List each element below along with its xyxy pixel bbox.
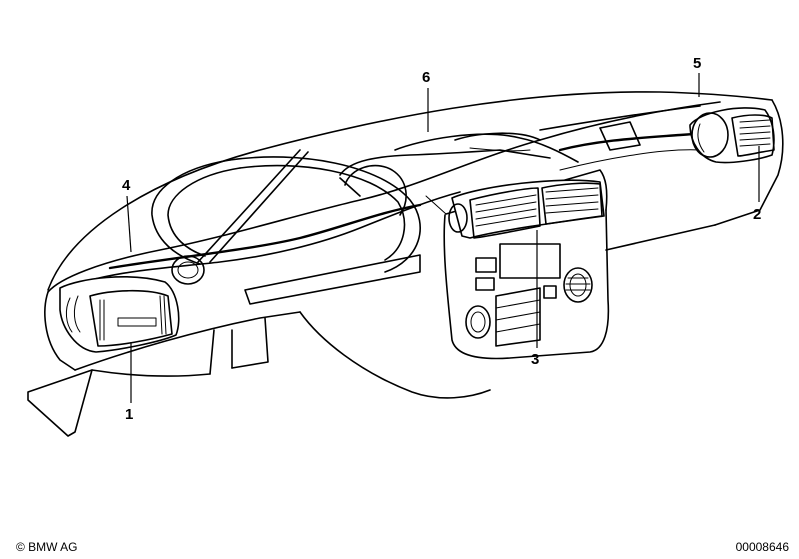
callout-5[interactable]: 5 [693,55,701,72]
callout-leaders [126,73,760,403]
callout-3[interactable]: 3 [531,351,539,368]
callout-6[interactable]: 6 [422,69,430,86]
dashboard-body [27,91,784,437]
leader-4 [126,195,132,253]
diagram-number: 00008646 [735,540,789,554]
copyright-label: © BMW AG [16,540,78,554]
callout-4[interactable]: 4 [122,177,131,194]
callout-labels: 1 2 3 4 5 6 [122,55,761,423]
callout-1[interactable]: 1 [125,406,133,423]
callout-2[interactable]: 2 [753,206,761,223]
